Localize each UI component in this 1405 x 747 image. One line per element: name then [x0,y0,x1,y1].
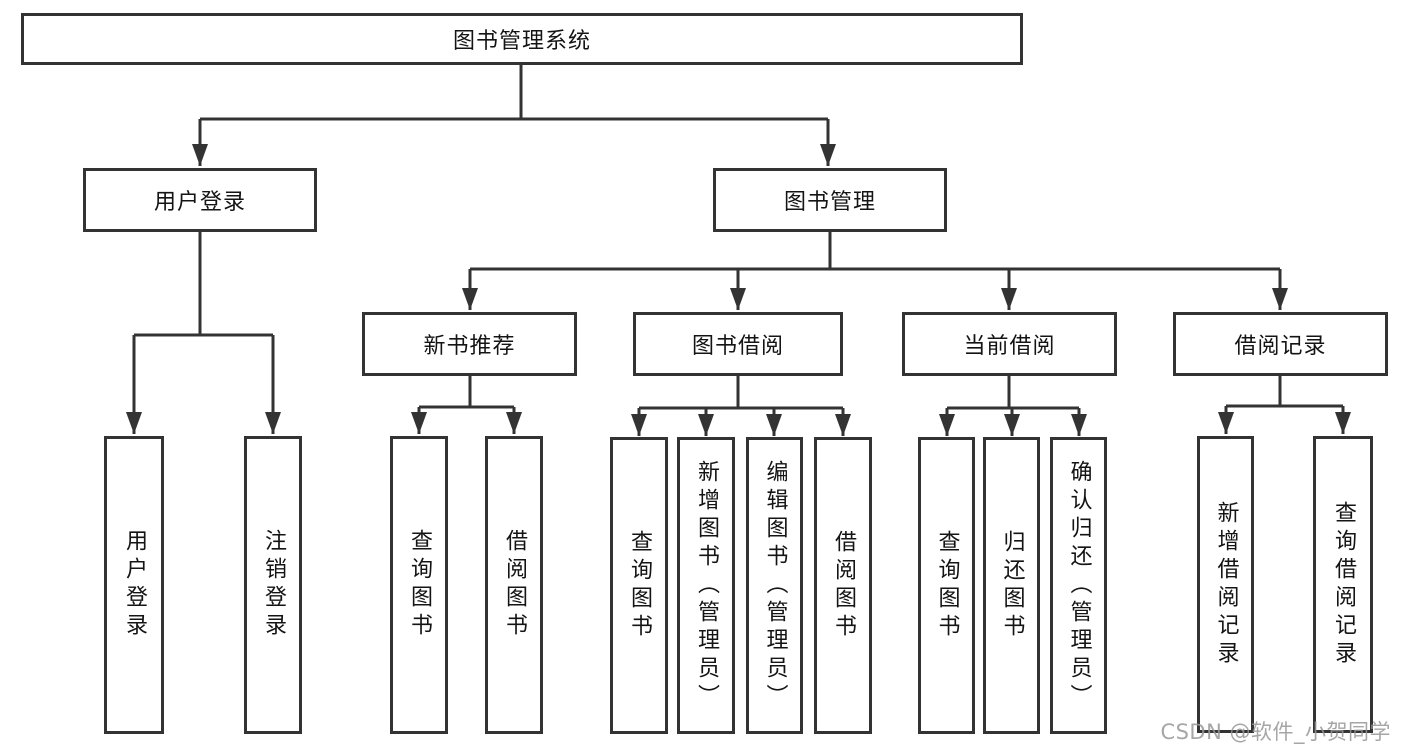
node-br-add-record: 新增借阅记录 [1197,436,1254,733]
node-br-query-record: 查询借阅记录 [1313,436,1373,733]
node-current-borrowing: 当前借阅 [902,312,1117,376]
node-bb-borrow-books: 借阅图书 [814,437,872,734]
node-nb-query-books: 查询图书 [390,436,448,734]
node-bb-edit-books-admin: 编辑图书（管理员） [746,437,803,734]
csdn-watermark: CSDN @软件_小贺同学 [1160,720,1391,744]
node-cb-query-books: 查询图书 [918,437,975,734]
node-user-login-leaf: 用户登录 [104,436,164,734]
node-library-system: 图书管理系统 [21,13,1023,65]
node-book-borrowing: 图书借阅 [633,312,843,376]
node-cb-confirm-return-admin: 确认归还（管理员） [1050,437,1107,734]
node-new-book-recommendation: 新书推荐 [362,312,577,376]
node-nb-borrow-books: 借阅图书 [485,436,543,734]
node-borrowing-records: 借阅记录 [1173,312,1388,376]
node-cb-return-books: 归还图书 [983,437,1040,734]
node-bb-add-books-admin: 新增图书（管理员） [677,437,735,734]
node-user-login: 用户登录 [83,168,317,232]
node-logout: 注销登录 [244,436,302,734]
node-bb-query-books: 查询图书 [610,437,668,734]
node-book-management: 图书管理 [713,168,947,232]
